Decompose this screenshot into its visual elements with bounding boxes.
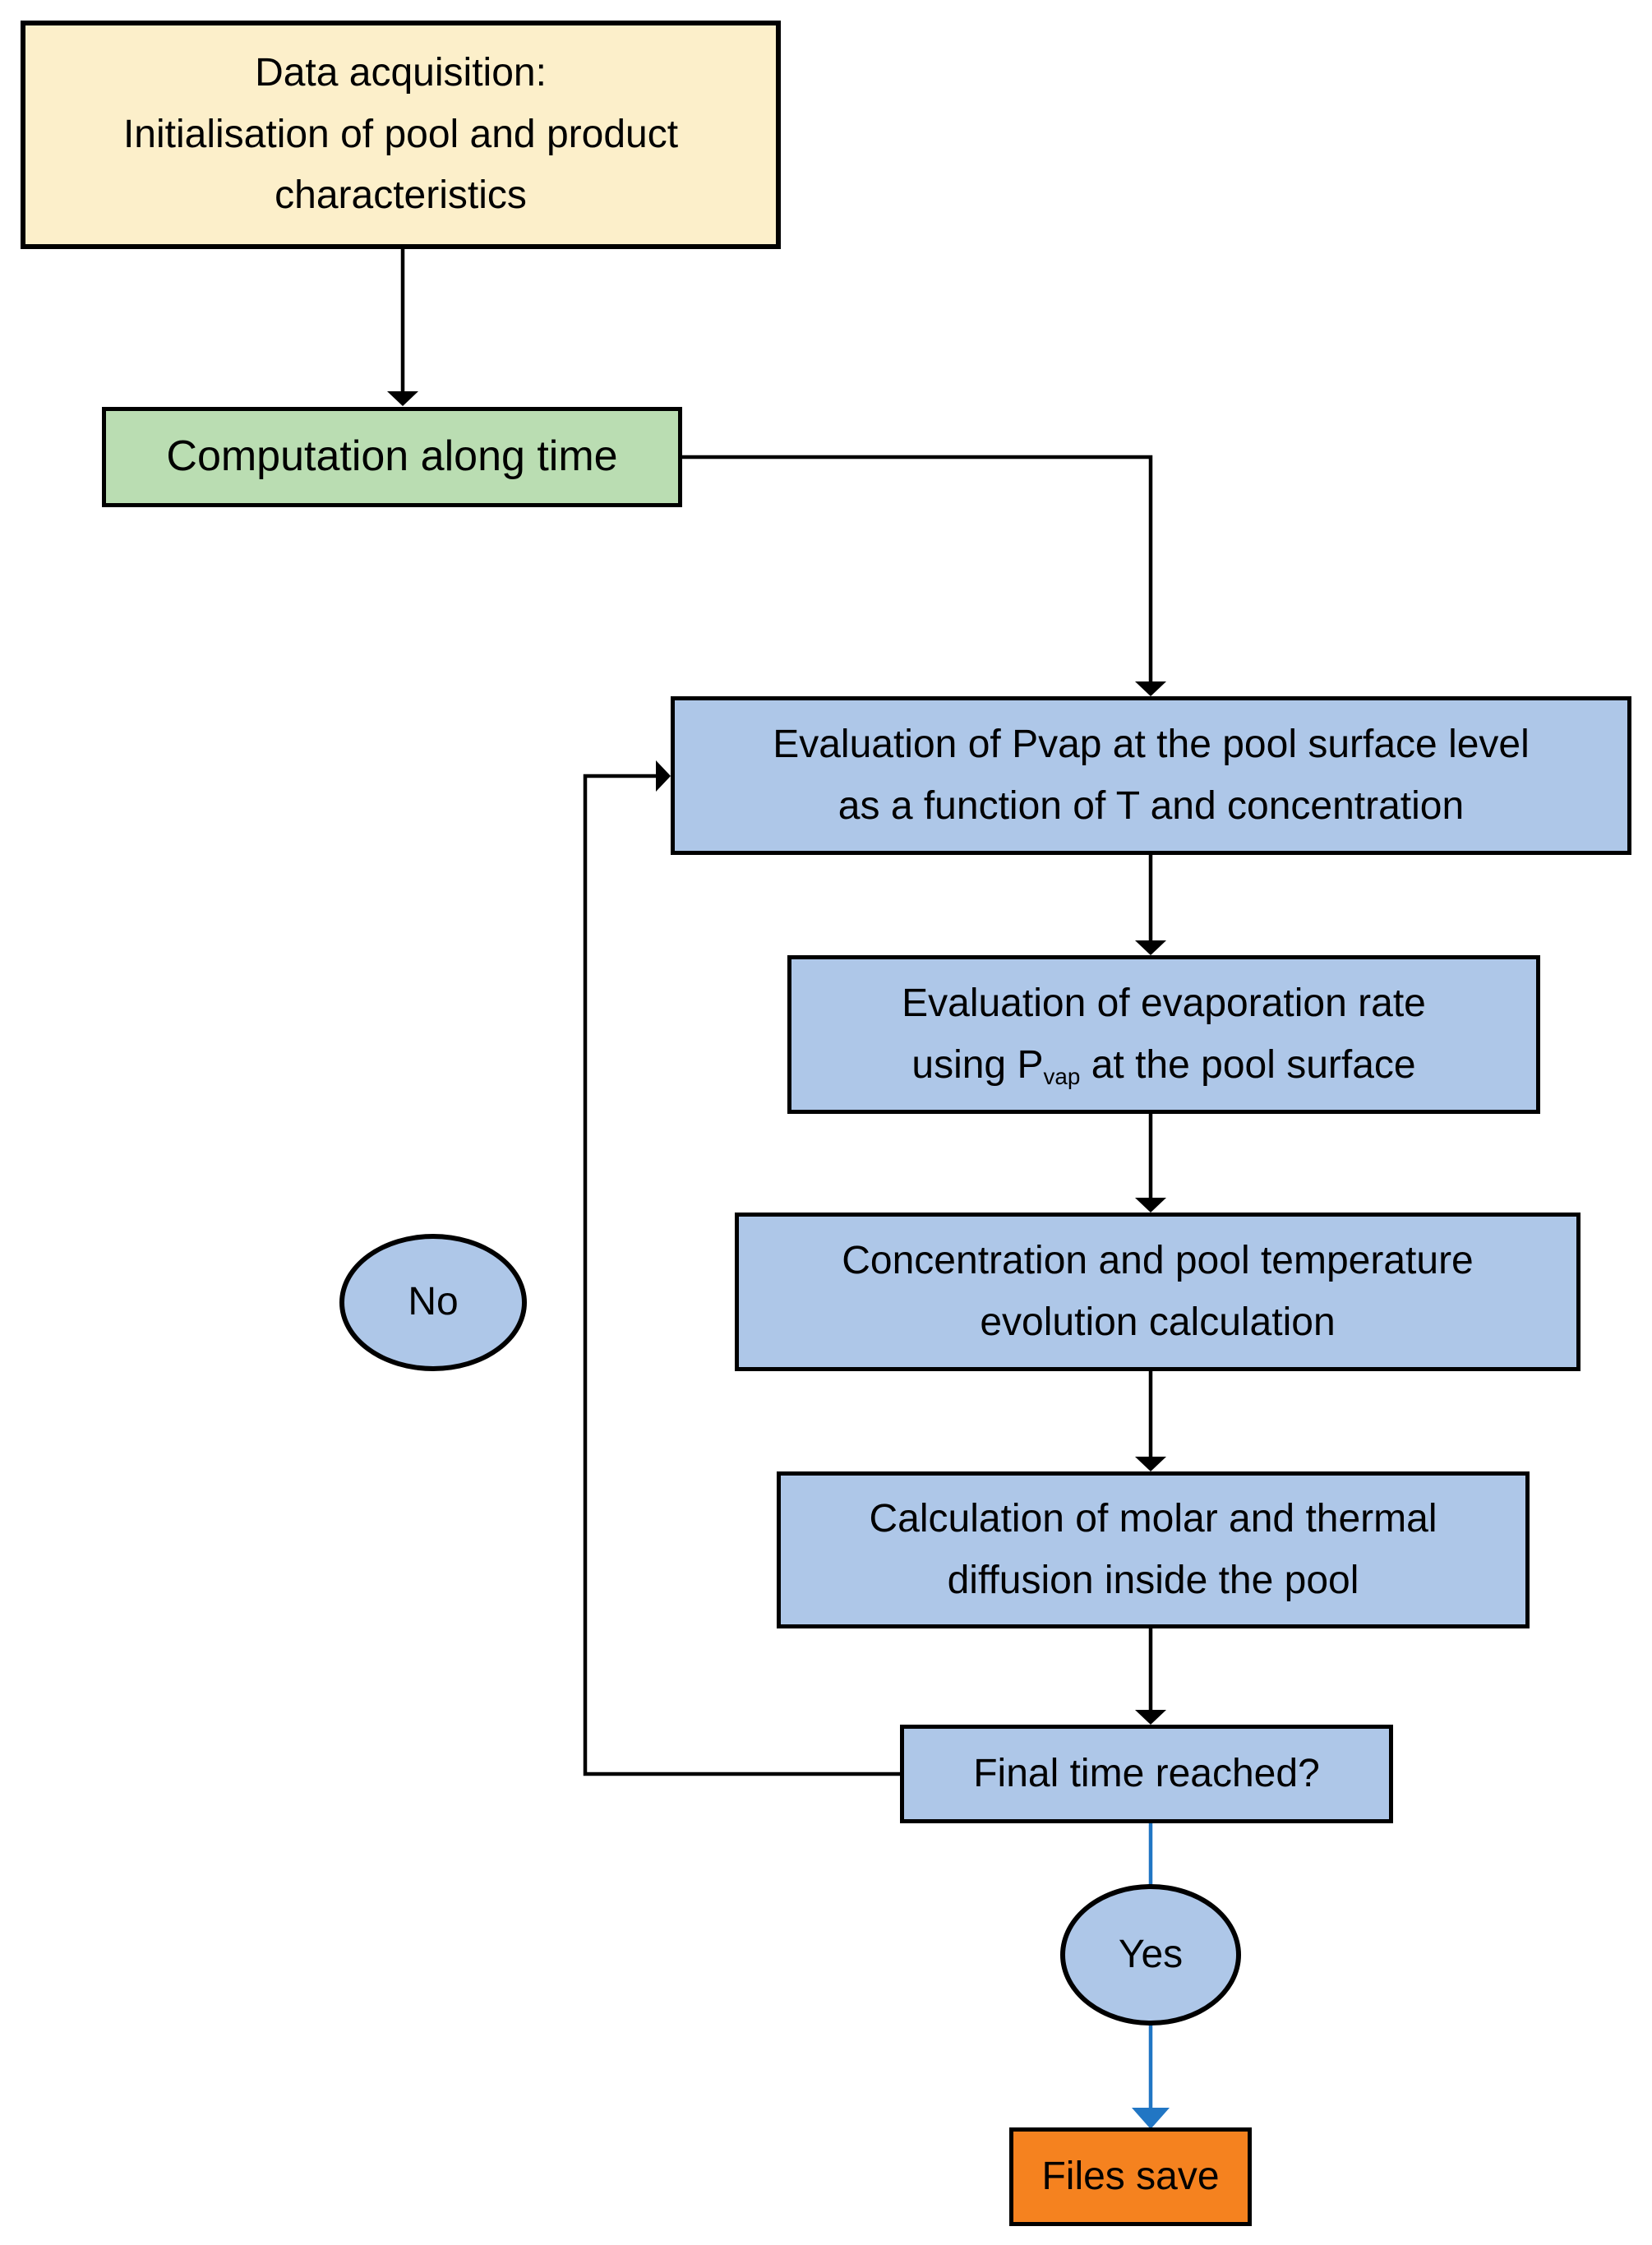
arrow-concentration-to-diffusion: [1135, 1371, 1166, 1471]
node-label: Final time reached?: [973, 1751, 1320, 1795]
node-label: Computation along time: [166, 432, 618, 481]
node-concentration-evolution: Concentration and pool temperature evolu…: [735, 1213, 1580, 1371]
arrowhead-right-icon: [656, 760, 671, 792]
node-label: Files save: [1041, 2154, 1220, 2198]
arrowhead-down-icon: [387, 391, 418, 406]
node-evaporation-rate: Evaluation of evaporation rate using Pva…: [787, 955, 1540, 1114]
node-label-line: characteristics: [275, 173, 527, 218]
node-label-line: Calculation of molar and thermal: [869, 1496, 1437, 1541]
node-data-acquisition: Data acquisition: Initialisation of pool…: [21, 21, 781, 249]
connector-no-loop: [583, 760, 900, 1776]
arrowhead-down-icon: [1135, 1198, 1166, 1213]
node-diffusion-calculation: Calculation of molar and thermal diffusi…: [777, 1471, 1530, 1628]
node-final-time-check: Final time reached?: [900, 1725, 1393, 1823]
node-label-line: Concentration and pool temperature: [842, 1238, 1474, 1282]
node-label-line: as a function of T and concentration: [838, 783, 1465, 828]
node-label-line: using Pvap at the pool surface: [911, 1035, 1415, 1097]
arrow-diffusion-to-finaltime: [1135, 1628, 1166, 1725]
node-label-line: Initialisation of pool and product: [122, 112, 679, 156]
arrowhead-down-icon: [1135, 1457, 1166, 1471]
node-label-line: diffusion inside the pool: [947, 1558, 1359, 1602]
node-label-line: Evaluation of evaporation rate: [902, 981, 1426, 1025]
arrowhead-down-icon: [1135, 940, 1166, 955]
node-pvap-evaluation: Evaluation of Pvap at the pool surface l…: [671, 696, 1631, 855]
pvap-subscript: vap: [1043, 1063, 1081, 1089]
arrow-acquisition-to-computation: [387, 249, 418, 406]
node-label-line: Data acquisition:: [255, 50, 547, 95]
node-computation-along-time: Computation along time: [102, 407, 682, 507]
node-files-save: Files save: [1009, 2127, 1252, 2226]
connector-computation-to-pvap: [682, 455, 1166, 696]
ellipse-yes-branch: Yes: [1060, 1884, 1241, 2026]
pvap-suffix: at the pool surface: [1080, 1042, 1416, 1087]
arrowhead-down-icon: [1135, 1710, 1166, 1725]
pvap-prefix: using P: [911, 1042, 1044, 1087]
arrow-evaporation-to-concentration: [1135, 1114, 1166, 1213]
branch-label: No: [408, 1280, 459, 1324]
arrowhead-down-blue-icon: [1132, 2108, 1170, 2129]
node-label-line: evolution calculation: [980, 1300, 1336, 1344]
loop-line: [583, 774, 900, 1776]
branch-label: Yes: [1118, 1932, 1184, 1976]
arrow-pvap-to-evaporation: [1135, 855, 1166, 955]
ellipse-no-branch: No: [339, 1234, 527, 1371]
node-label-line: Evaluation of Pvap at the pool surface l…: [773, 722, 1530, 766]
elbow-line: [682, 455, 1153, 681]
arrowhead-down-icon: [1135, 681, 1166, 696]
